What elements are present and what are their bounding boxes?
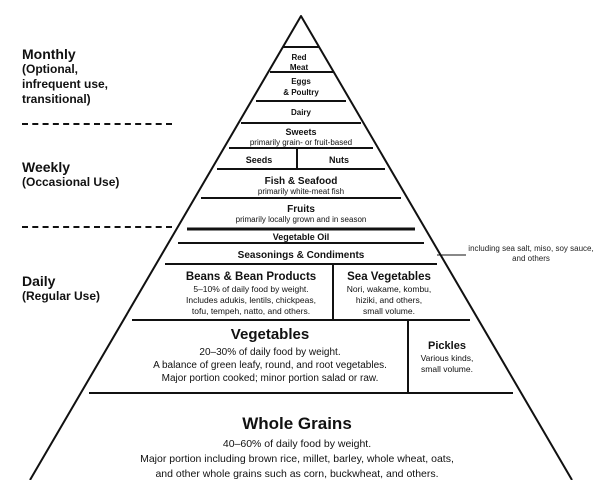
tier-daily-line-1: (Regular Use) [22,289,101,303]
seeds-label: Seeds [246,155,273,165]
tier-weekly: Weekly (Occasional Use) [22,160,119,190]
sea-vegetables-detail-1: Nori, wakame, kombu, [347,284,432,294]
vegetables-detail-2: A balance of green leafy, round, and roo… [153,360,387,371]
whole-grains-detail-2: Major portion including brown rice, mill… [140,453,454,465]
fruits-label: Fruits [287,204,315,215]
vegetable-oil-label: Vegetable Oil [273,232,330,242]
vegetables-label: Vegetables [231,326,309,343]
vegetables-detail-3: Major portion cooked; minor portion sala… [162,373,379,384]
dairy-label: Dairy [291,108,312,117]
whole-grains-detail-3: and other whole grains such as corn, buc… [155,468,438,480]
beans-detail-2: Includes adukis, lentils, chickpeas, [186,295,316,305]
tier-monthly-line-3: transitional) [22,92,91,106]
eggs-poultry-label-2: & Poultry [283,88,319,97]
seasonings-side-note: including sea salt, miso, soy sauce, and… [468,244,594,263]
whole-grains-detail-1: 40–60% of daily food by weight. [223,438,371,450]
tier-monthly-heading: Monthly [22,46,76,62]
tier-monthly-line-1: (Optional, [22,62,78,76]
tier-weekly-line-1: (Occasional Use) [22,175,120,189]
fish-seafood-label: Fish & Seafood [265,176,338,187]
tier-monthly: Monthly (Optional, infrequent use, trans… [22,47,108,107]
vegetables-detail-1: 20–30% of daily food by weight. [199,347,340,358]
beans-detail-1: 5–10% of daily food by weight. [193,284,308,294]
whole-grains-label: Whole Grains [242,414,352,433]
eggs-poultry-label-1: Eggs [291,77,311,86]
tier-daily: Daily (Regular Use) [22,274,100,304]
sea-vegetables-detail-3: small volume. [363,306,415,316]
sea-vegetables-label: Sea Vegetables [347,271,431,283]
tier-monthly-line-2: infrequent use, [22,77,109,91]
red-meat-label-1: Red [291,53,306,62]
pickles-detail-1: Various kinds, [421,353,474,363]
fruits-detail: primarily locally grown and in season [236,215,367,224]
tier-divider-weekly [22,226,172,228]
tier-weekly-heading: Weekly [22,159,70,175]
red-meat-label-2: Meat [290,63,309,72]
tier-divider-monthly [22,123,172,125]
sea-vegetables-detail-2: hiziki, and others, [356,295,422,305]
pickles-label: Pickles [428,340,466,352]
sweets-label: Sweets [285,127,316,137]
sweets-detail: primarily grain- or fruit-based [250,138,352,147]
tier-daily-heading: Daily [22,273,56,289]
fish-seafood-detail: primarily white-meat fish [258,187,344,196]
beans-label: Beans & Bean Products [186,271,316,283]
beans-detail-3: tofu, tempeh, natto, and others. [192,306,310,316]
seasonings-label: Seasonings & Condiments [238,250,365,261]
pyramid-outline [29,15,573,480]
pickles-detail-2: small volume. [421,364,473,374]
nuts-label: Nuts [329,155,349,165]
